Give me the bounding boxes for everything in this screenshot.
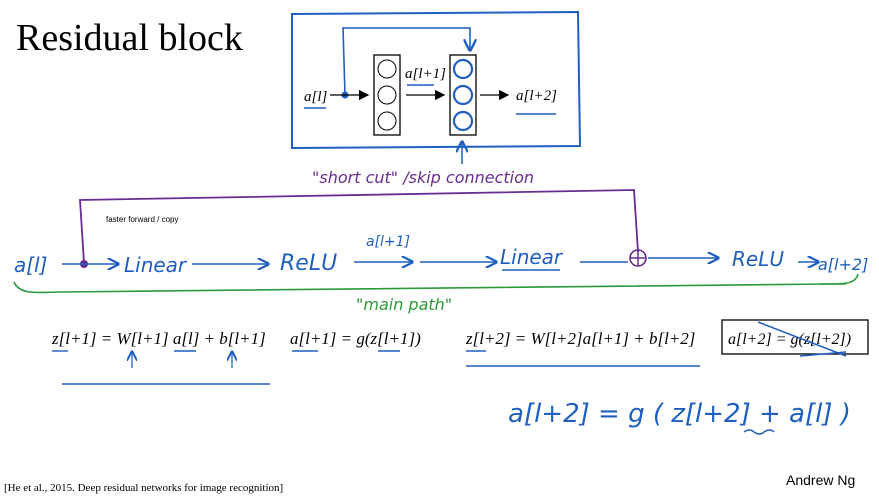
left-neuron-column (373, 54, 401, 136)
right-neuron-column (449, 54, 477, 136)
top-block-frame (291, 10, 582, 150)
cross-out-line (757, 321, 847, 357)
step-relu-1: ReLU (280, 251, 337, 276)
faster-forward-label: faster forward / copy (106, 215, 178, 224)
shortcut-label: "short cut" /skip connection (312, 168, 534, 187)
a-l-underline (743, 429, 775, 435)
main-output-label: a[l+2] (818, 255, 868, 274)
crossed-equation-box (721, 319, 869, 355)
equation-z2: z[l+2] = W[l+2]a[l+1] + b[l+2] (465, 329, 695, 348)
step-linear-2: Linear (500, 245, 564, 269)
author-name: Andrew Ng (786, 472, 855, 488)
main-path-label: "main path" (356, 295, 452, 314)
main-middle-label: a[l+1] (366, 234, 410, 250)
equation-a2-crossed: a[l+2] = g(z[l+2]) (728, 331, 851, 348)
step-relu-2: ReLU (732, 247, 784, 271)
top-skip-arrow (342, 27, 470, 96)
slide-title: Residual block (16, 17, 243, 59)
equation-a1: a[l+1] = g(z[l+1]) (290, 329, 421, 348)
citation: [He et al., 2015. Deep residual networks… (4, 482, 283, 494)
main-input-label: a[l] (14, 253, 47, 277)
top-middle-label: a[l+1] (405, 66, 446, 82)
top-output-label: a[l+2] (516, 88, 557, 104)
addition-node (629, 249, 647, 267)
skip-connection-path (79, 189, 639, 264)
step-linear-1: Linear (124, 253, 188, 277)
equation-z1: z[l+1] = W[l+1] a[l] + b[l+1] (51, 329, 266, 348)
top-input-label: a[l] (304, 89, 328, 105)
main-path-curve (13, 273, 859, 294)
equation-handwritten: a[l+2] = g ( z[l+2] + a[l] ) (508, 399, 851, 429)
